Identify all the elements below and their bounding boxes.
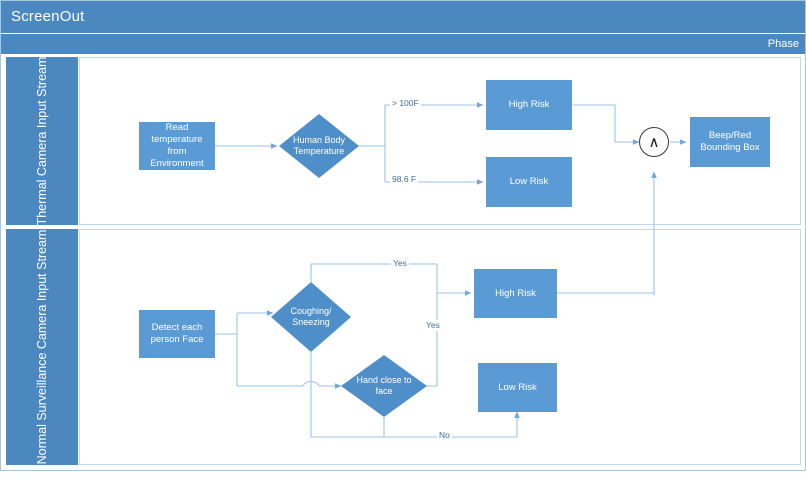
node-low-risk-thermal[interactable]: Low Risk [486,157,572,207]
lane-header-surveillance: Normal Surveillance Camera Input Stream [6,229,78,465]
and-operator-icon: ∧ [648,132,660,151]
node-detect-each-person-face-label: Detect each person Face [150,322,204,345]
node-coughing-sneezing[interactable]: Coughing/ Sneezing [271,282,351,352]
node-detect-each-person-face[interactable]: Detect each person Face [139,310,215,358]
window-title: ScreenOut [1,1,805,33]
lane-label-surveillance: Normal Surveillance Camera Input Stream [35,229,49,465]
node-low-risk-surveillance[interactable]: Low Risk [478,363,557,412]
node-hand-close-to-face-label: Hand close to face [356,375,412,396]
node-beep-red-bounding-box-label: Beep/Red Bounding Box [700,130,760,153]
lane-header-thermal: Thermal Camera Input Stream [6,57,78,225]
edge-label-over-100f: > 100F [390,98,421,109]
node-high-risk-surveillance-label: High Risk [495,287,536,299]
edge-label-hand-yes: Yes [424,320,442,331]
node-hand-close-to-face[interactable]: Hand close to face [341,355,427,417]
node-read-temperature[interactable]: Read temperature from Environment [139,122,215,170]
node-and-junction[interactable]: ∧ [639,127,669,157]
phase-header: Phase [1,34,805,54]
node-read-temperature-label: Read temperature from Environment [150,122,204,169]
node-low-risk-surveillance-label: Low Risk [498,381,537,393]
node-coughing-sneezing-label: Coughing/ Sneezing [290,306,332,327]
lane-label-thermal: Thermal Camera Input Stream [35,56,49,226]
node-high-risk-thermal[interactable]: High Risk [486,80,572,130]
node-low-risk-thermal-label: Low Risk [509,176,549,187]
node-human-body-temperature[interactable]: Human Body Temperature [279,114,359,178]
node-beep-red-bounding-box[interactable]: Beep/Red Bounding Box [690,117,770,167]
edge-label-normal-temp: 98.6 F [390,174,419,185]
edge-label-hand-no: No [437,430,452,441]
node-high-risk-thermal-label: High Risk [508,99,550,110]
node-high-risk-surveillance[interactable]: High Risk [474,269,557,318]
node-human-body-temperature-label: Human Body Temperature [292,135,346,156]
edge-label-coughing-yes: Yes [391,258,409,269]
